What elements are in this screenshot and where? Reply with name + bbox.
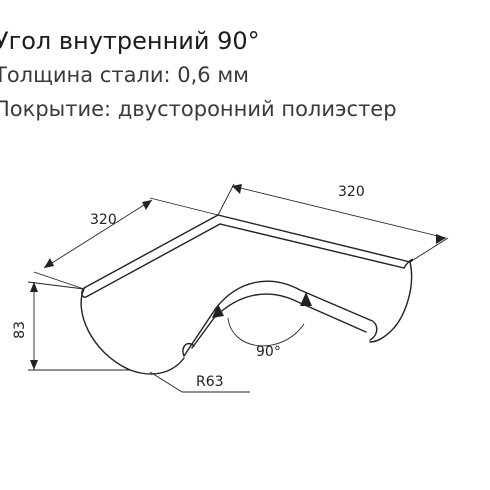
dim-label-height: 83 — [12, 321, 28, 339]
angle-arrow-left — [212, 304, 224, 318]
gutter-body-right — [369, 261, 413, 343]
front-rim-inner — [191, 293, 367, 349]
back-rim-left — [83, 214, 221, 298]
gutter-body-left — [80, 288, 185, 375]
dim-label-radius: R63 — [196, 374, 224, 390]
roll-end-left — [182, 342, 195, 357]
product-title: Угол внутренний 90° — [0, 27, 260, 55]
roll-end-right — [369, 319, 378, 341]
product-header: Угол внутренний 90° Толщина стали: 0,6 м… — [0, 24, 397, 126]
back-rim-right — [217, 214, 411, 269]
dim-line-right — [231, 185, 447, 239]
dim-label-length-right: 320 — [338, 184, 365, 200]
angle-arc — [227, 317, 305, 347]
spec-steel-thickness: Толщина стали: 0,6 мм — [0, 63, 250, 87]
dim-label-angle: 90° — [256, 344, 281, 360]
dim-line-left — [43, 199, 153, 269]
radius-leader — [149, 371, 183, 393]
dim-label-length-left: 320 — [90, 212, 117, 228]
angle-arrow-right — [300, 292, 312, 306]
spec-coating: Покрытие: двусторонний полиэстер — [0, 97, 397, 121]
front-rim-outer — [183, 280, 371, 357]
